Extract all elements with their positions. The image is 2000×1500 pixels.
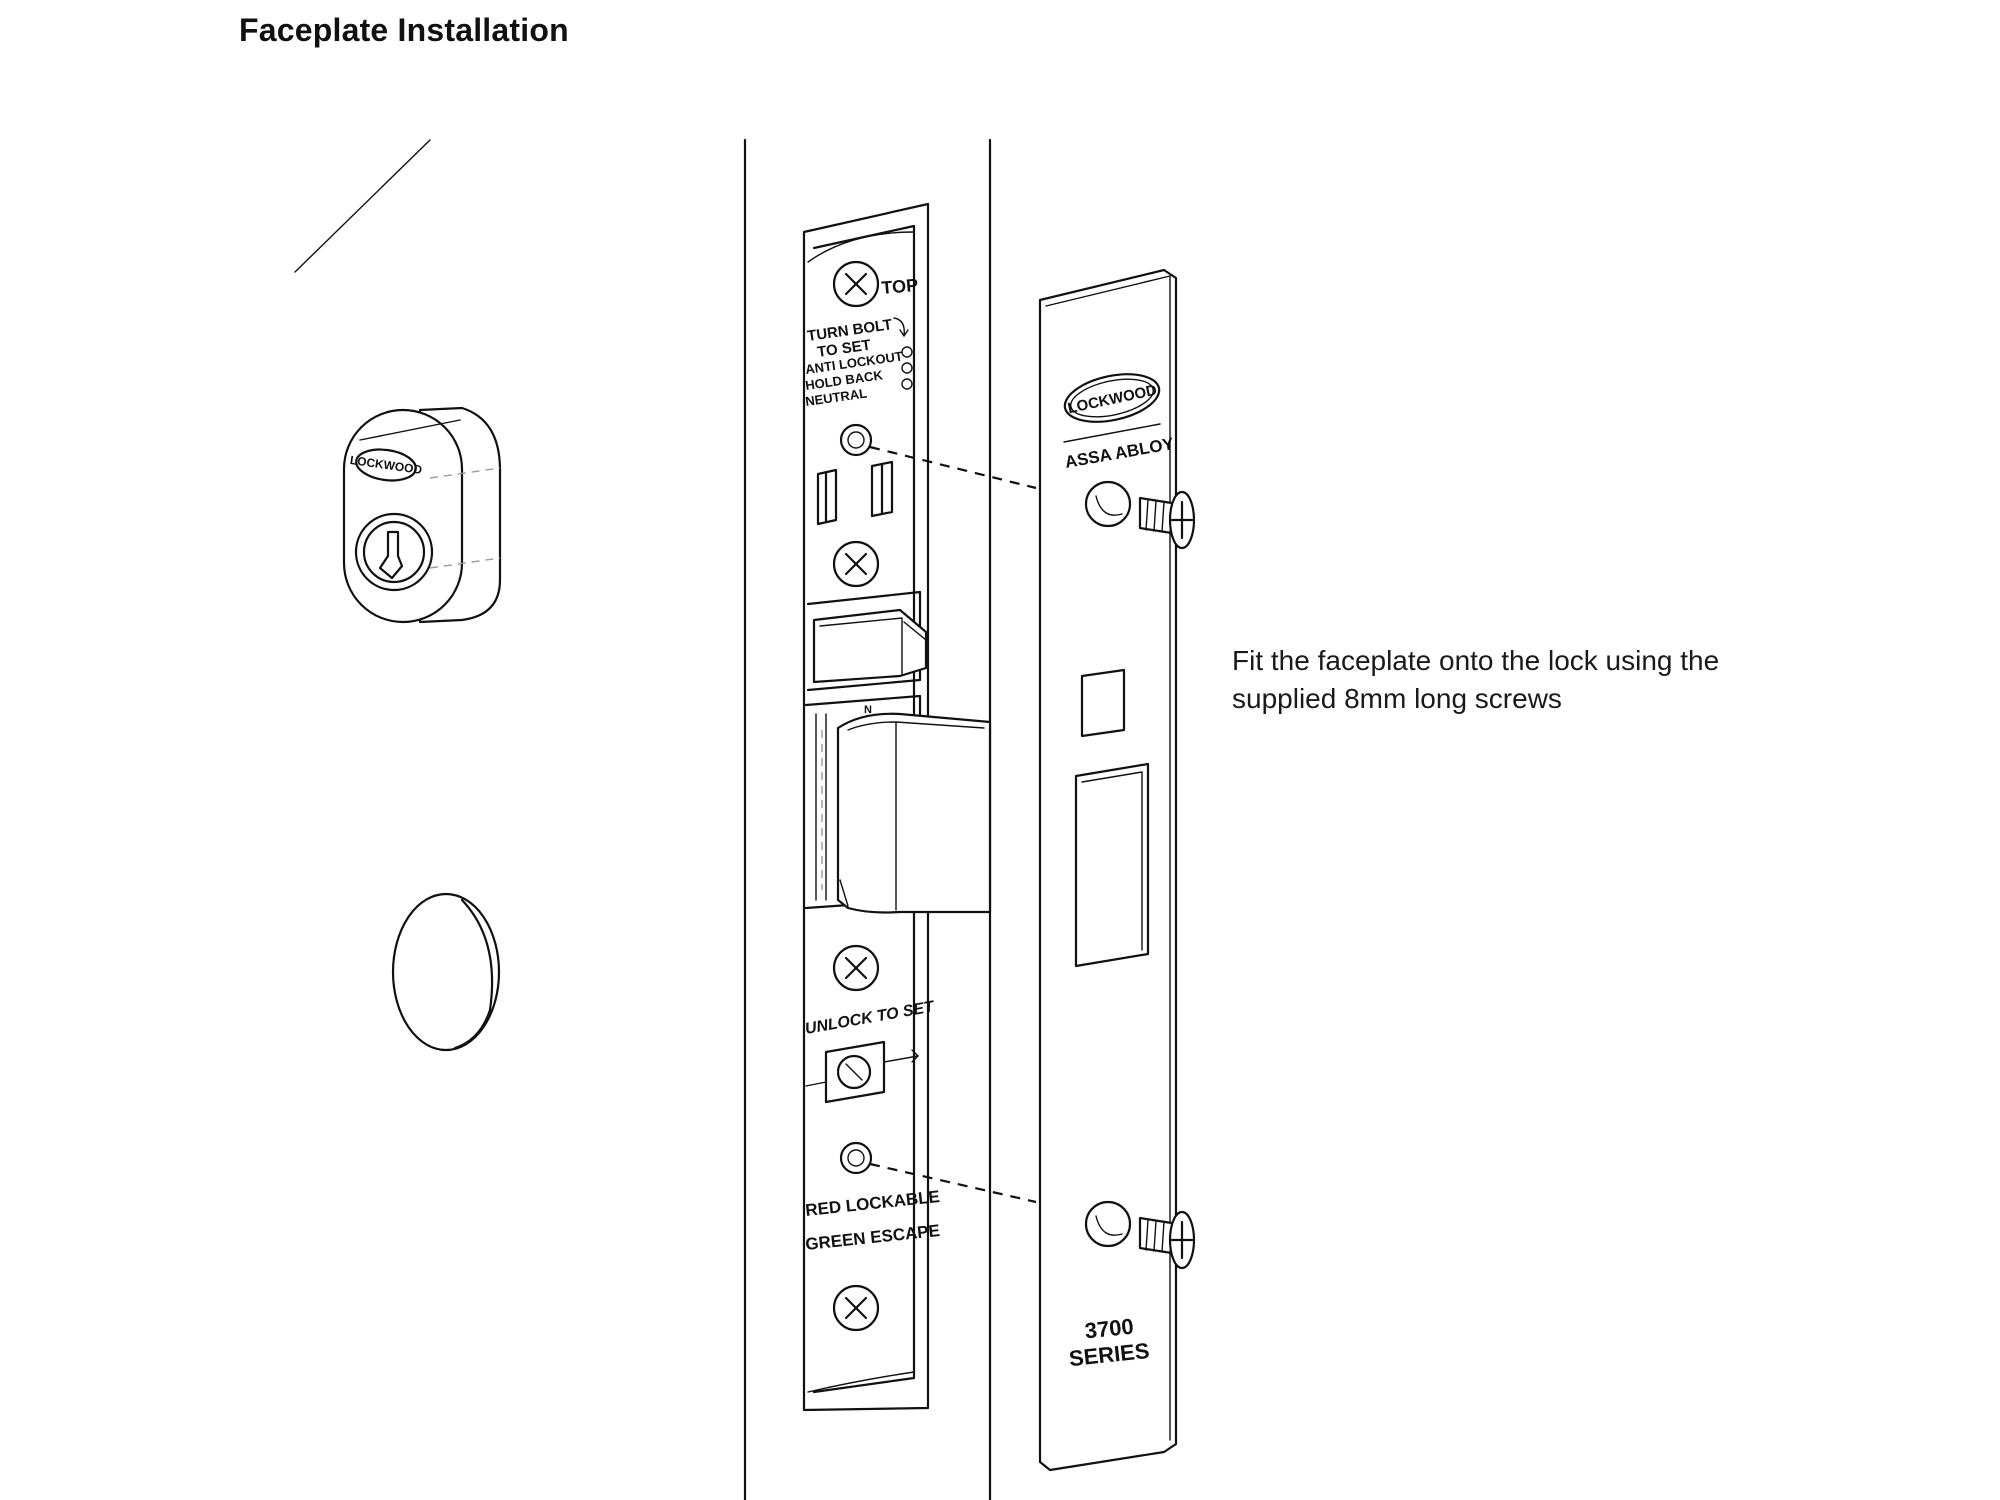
page-title: Faceplate Installation — [239, 12, 569, 48]
auxiliary-latch — [806, 590, 928, 692]
cylinder-icon: LOCKWOOD — [342, 406, 502, 624]
keyhole-icon — [354, 512, 434, 592]
screw-icon — [1138, 1210, 1196, 1270]
screw-icon — [1138, 490, 1196, 550]
lock-top-label: TOP — [881, 275, 919, 298]
screw-icon — [832, 1284, 880, 1332]
door-edge-hint — [294, 139, 431, 273]
spindle-hole — [391, 892, 501, 1052]
screw-icon — [832, 944, 880, 992]
instruction-text: Fit the faceplate onto the lock using th… — [1232, 642, 1832, 718]
arrow-icon — [893, 317, 909, 337]
faceplate-series-number: 3700 — [1084, 1314, 1135, 1344]
instruction-line-2: supplied 8mm long screws — [1232, 683, 1562, 714]
faceplate: LOCKWOOD ASSA ABLOY 3700 SERIES — [1038, 268, 1178, 1472]
latch-bolt — [836, 712, 992, 914]
instruction-line-1: Fit the faceplate onto the lock using th… — [1232, 645, 1720, 676]
lock-body: TOP TURN BOLT TO SET ANTI LOCKOUT HOLD B… — [802, 202, 992, 1412]
unlock-switch — [805, 1040, 919, 1104]
lock-latch-mark: N — [864, 704, 872, 716]
screw-icon — [832, 260, 880, 308]
screw-icon — [832, 540, 880, 588]
